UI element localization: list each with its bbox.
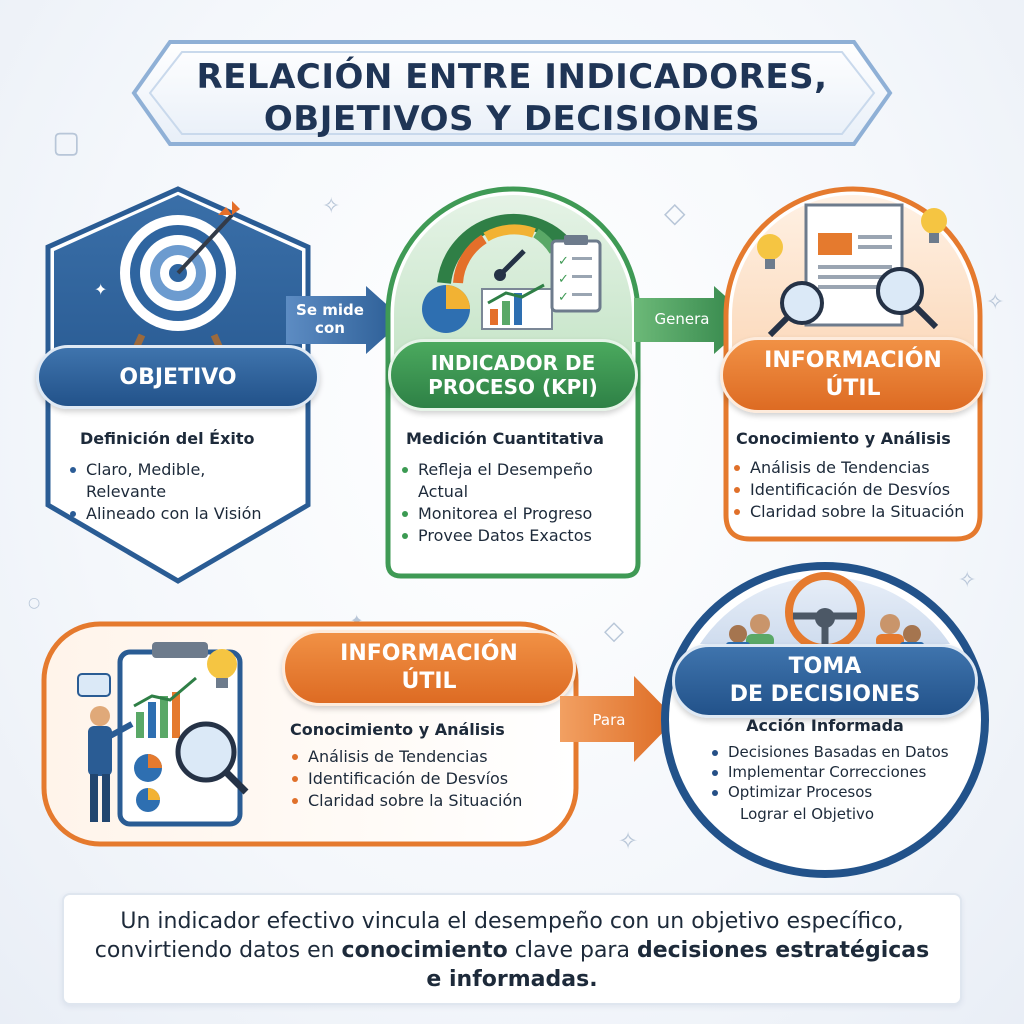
info-top-pill: INFORMACIÓN ÚTIL <box>720 337 986 413</box>
kpi-bullet-list: Refleja el Desempeño Actual Monitorea el… <box>400 459 630 547</box>
decisiones-subtitle: Acción Informada <box>746 716 904 735</box>
info-bottom-bullet: Análisis de Tendencias <box>290 746 570 768</box>
decisiones-pill-line1: TOMA <box>788 654 862 679</box>
document-magnifier-icon <box>757 203 947 338</box>
svg-text:✓: ✓ <box>558 254 569 269</box>
decor-square-outline: ▢ <box>52 125 81 160</box>
title-line-1: RELACIÓN ENTRE INDICADORES, <box>196 57 828 97</box>
info-top-bullet: Análisis de Tendencias <box>732 457 980 479</box>
footer-bold-decisiones: decisiones estratégicas <box>636 938 930 963</box>
info-top-pill-line2: ÚTIL <box>825 376 881 401</box>
info-top-bullet-list: Análisis de Tendencias Identificación de… <box>732 457 980 523</box>
info-bottom-bullet: Identificación de Desvíos <box>290 768 570 790</box>
objetivo-bullet: Alineado con la Visión <box>68 503 298 525</box>
svg-text:✓: ✓ <box>558 272 569 287</box>
objetivo-card: ✦ OBJETIVO Definición del Éxito Claro, M… <box>36 185 320 585</box>
objetivo-subtitle: Definición del Éxito <box>80 429 255 448</box>
kpi-bullet: Monitorea el Progreso <box>400 503 630 525</box>
footer-text-span: convirtiendo datos en <box>94 938 342 963</box>
objetivo-hex-frame: ✦ <box>45 186 311 584</box>
title-banner-frame <box>131 40 893 146</box>
decisiones-last-line: Lograr el Objetivo <box>740 805 875 823</box>
kpi-pill-line1: INDICADOR DE <box>430 351 596 375</box>
arrow1-label-line1: Se mide <box>296 301 364 319</box>
objetivo-bullet: Claro, Medible, Relevante <box>68 459 218 503</box>
footer-line-3: e informadas. <box>426 967 598 992</box>
info-bottom-bullet-list: Análisis de Tendencias Identificación de… <box>290 746 570 812</box>
title-line-2: OBJETIVOS Y DECISIONES <box>263 99 761 139</box>
arrow-para: Para <box>560 676 676 762</box>
footer-line-1: Un indicador efectivo vincula el desempe… <box>120 909 904 934</box>
info-bottom-pill-line2: ÚTIL <box>401 669 457 694</box>
decisiones-bullet: Optimizar Procesos <box>710 782 980 802</box>
footer-summary-box: Un indicador efectivo vincula el desempe… <box>62 893 962 1005</box>
kpi-pill-line2: PROCESO (KPI) <box>428 375 598 399</box>
footer-bold-conocimiento: conocimiento <box>341 938 508 963</box>
decor-diamond-icon: ◇ <box>664 196 686 229</box>
footer-summary-text: Un indicador efectivo vincula el desempe… <box>64 907 960 994</box>
decisiones-bullet: Implementar Correcciones <box>710 762 980 782</box>
decisiones-circle-frame <box>661 562 989 878</box>
title-banner: RELACIÓN ENTRE INDICADORES, OBJETIVOS Y … <box>130 38 894 148</box>
info-util-bottom-card: INFORMACIÓN ÚTIL Conocimiento y Análisis… <box>40 620 580 848</box>
objetivo-bullet-list: Claro, Medible, Relevante Alineado con l… <box>68 459 298 525</box>
info-bottom-pill: INFORMACIÓN ÚTIL <box>282 630 576 706</box>
presenter-report-icon <box>77 642 249 827</box>
kpi-pill: INDICADOR DE PROCESO (KPI) <box>388 339 638 411</box>
decor-sparkle-icon-5: ✧ <box>958 568 977 593</box>
info-top-pill-line1: INFORMACIÓN <box>764 348 942 373</box>
target-icon <box>120 201 240 377</box>
decor-sparkle-icon-2: ✧ <box>986 290 1005 315</box>
gauge-chart-icon: ✓ ✓ ✓ <box>422 213 602 333</box>
svg-text:✓: ✓ <box>558 290 569 305</box>
kpi-bullet: Provee Datos Exactos <box>400 525 630 547</box>
footer-text-span: clave para <box>507 938 637 963</box>
decisiones-card: TOMA DE DECISIONES Acción Informada Deci… <box>660 560 990 880</box>
info-top-bullet: Claridad sobre la Situación <box>732 501 980 523</box>
decisiones-pill-line2: DE DECISIONES <box>729 682 921 707</box>
arrow-se-mide-con: Se mide con <box>286 286 404 354</box>
decisiones-bullet-list: Decisiones Basadas en Datos Implementar … <box>710 742 980 802</box>
info-top-subtitle: Conocimiento y Análisis <box>736 429 951 448</box>
kpi-bullet: Refleja el Desempeño Actual <box>400 459 610 503</box>
info-bottom-pill-line1: INFORMACIÓN <box>340 641 518 666</box>
arrow3-label: Para <box>592 711 626 729</box>
objetivo-pill: OBJETIVO <box>36 345 320 409</box>
kpi-subtitle: Medición Cuantitativa <box>406 429 604 448</box>
arrow-genera: Genera <box>634 286 752 354</box>
arrow1-label-line2: con <box>315 319 345 337</box>
arrow-right-icon <box>634 286 752 354</box>
arrow-right-icon <box>286 286 404 354</box>
kpi-card: ✓ ✓ ✓ INDICADOR DE PROCESO (KPI) Medició… <box>384 185 642 580</box>
decor-diamond-icon-2: ◇ <box>604 616 624 646</box>
arrow2-label: Genera <box>654 310 710 328</box>
decor-circle-icon: ○ <box>28 595 41 611</box>
info-bottom-subtitle: Conocimiento y Análisis <box>290 720 505 739</box>
decisiones-pill: TOMA DE DECISIONES <box>672 644 978 718</box>
arrow-right-icon <box>560 676 676 762</box>
info-top-bullet: Identificación de Desvíos <box>732 479 980 501</box>
info-bottom-bullet: Claridad sobre la Situación <box>290 790 570 812</box>
footer-line-2: convirtiendo datos en conocimiento clave… <box>64 936 960 965</box>
decisiones-bullet: Decisiones Basadas en Datos <box>710 742 980 762</box>
decor-sparkle-icon-4: ✧ <box>618 827 639 855</box>
decor-sparkle-icon: ✧ <box>322 194 341 219</box>
info-util-top-card: INFORMACIÓN ÚTIL Conocimiento y Análisis… <box>720 185 986 545</box>
page-title: RELACIÓN ENTRE INDICADORES, OBJETIVOS Y … <box>130 56 894 140</box>
svg-text:✦: ✦ <box>94 280 107 299</box>
